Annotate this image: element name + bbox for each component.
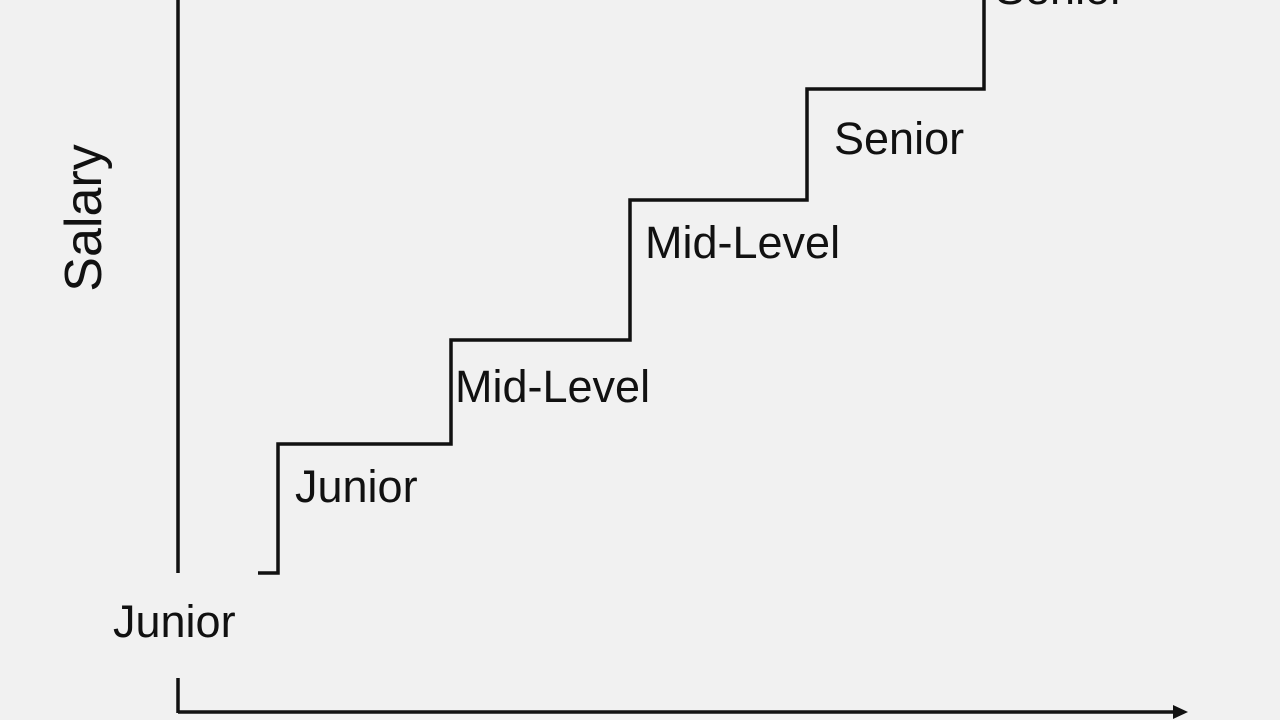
step-label-mid-level-1: Mid-Level [455, 361, 650, 412]
step-label-junior: Junior [295, 461, 418, 512]
step-label-senior-2: Senior [995, 0, 1125, 14]
axis-title-salary: Salary [55, 144, 113, 291]
career-staircase-line [258, 0, 986, 575]
start-label: Junior [113, 596, 236, 647]
step-label-senior-1: Senior [834, 113, 964, 164]
step-label-mid-level-2: Mid-Level [645, 217, 840, 268]
arrow-right-icon [1173, 705, 1188, 719]
